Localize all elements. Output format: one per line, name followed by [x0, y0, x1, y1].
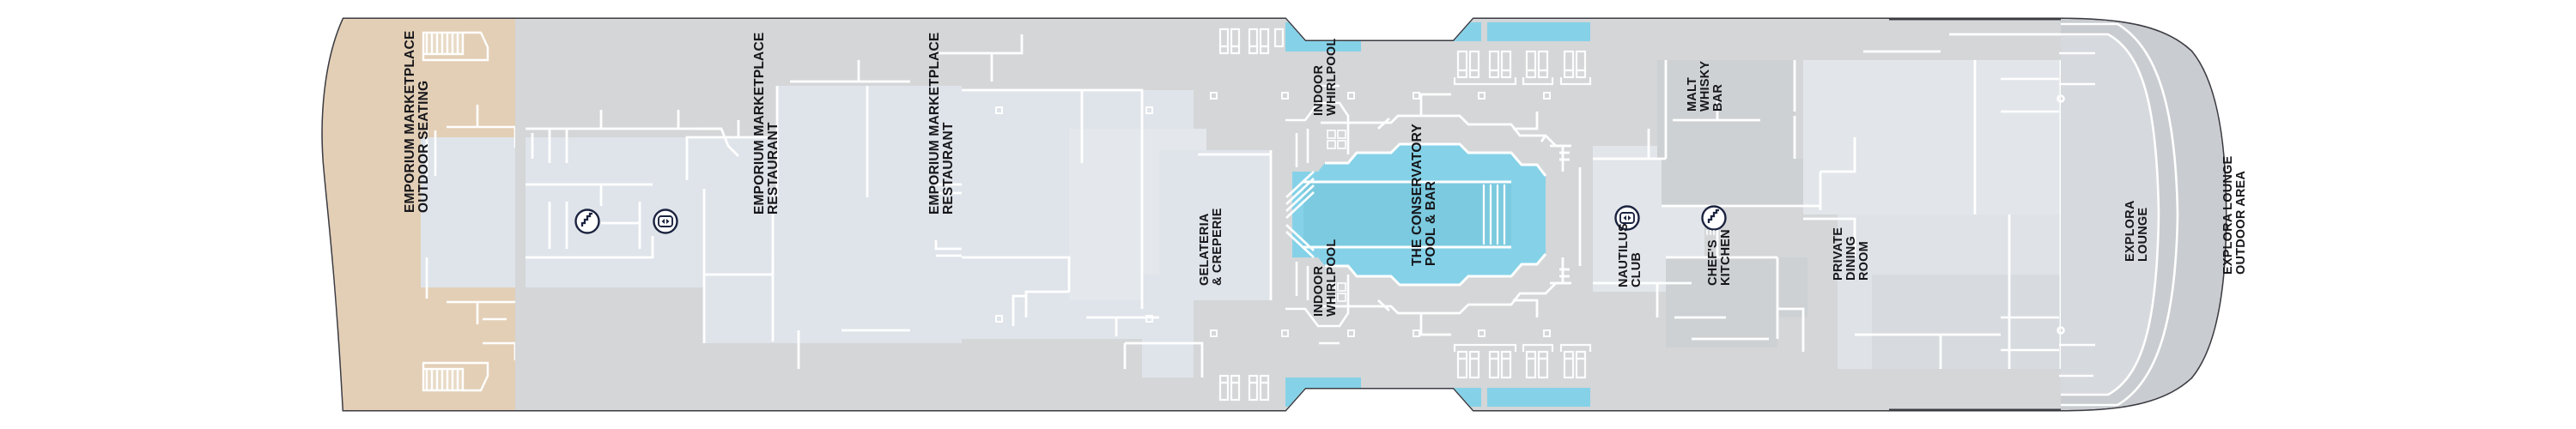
conservatory-pool-zone	[1279, 19, 1590, 410]
area-label-indoor-whirlpool-bottom: INDOOR WHIRLPOOL	[1312, 239, 1339, 317]
area-label-chefs-kitchen: CHEF'S KITCHEN	[1706, 229, 1733, 286]
area-label-malt-whisky-bar: MALT WHISKY BAR	[1686, 60, 1725, 112]
stairs-icon-2[interactable]	[1701, 205, 1727, 236]
stairs-icon-1[interactable]	[574, 208, 600, 234]
outdoor-seating-zone	[322, 19, 532, 410]
elevator-icon-1[interactable]	[653, 208, 678, 234]
area-label-nautilus-club: NAUTILUS CLUB	[1617, 223, 1643, 287]
midship-rooms	[515, 19, 2078, 410]
stern-lounge	[2001, 19, 2226, 410]
area-label-emporium-marketplace-restaurant-1: EMPORIUM MARKETPLACE RESTAURANT	[752, 32, 781, 214]
area-label-private-dining-room: PRIVATE DINING ROOM	[1832, 227, 1871, 281]
deck-loungers	[1218, 27, 1592, 402]
deck-vents	[995, 92, 1551, 337]
area-label-gelateria-creperie: GELATERIA & CREPERIE	[1198, 208, 1224, 286]
area-label-explora-lounge: EXPLORA LOUNGE	[2123, 200, 2150, 263]
area-label-emporium-marketplace-restaurant-2: EMPORIUM MARKETPLACE RESTAURANT	[927, 32, 956, 214]
area-label-explora-lounge-outdoor-area: EXPLORA LOUNGE OUTDOOR AREA	[2221, 155, 2248, 275]
area-label-emporium-marketplace-outdoor-seating: EMPORIUM MARKETPLACE OUTDOOR SEATING	[403, 30, 431, 213]
area-label-the-conservatory-pool-bar: THE CONSERVATORY POOL & BAR	[1410, 124, 1438, 266]
elevator-icon-2[interactable]	[1614, 205, 1640, 231]
area-label-indoor-whirlpool-top: INDOOR WHIRLPOOL	[1312, 38, 1339, 116]
